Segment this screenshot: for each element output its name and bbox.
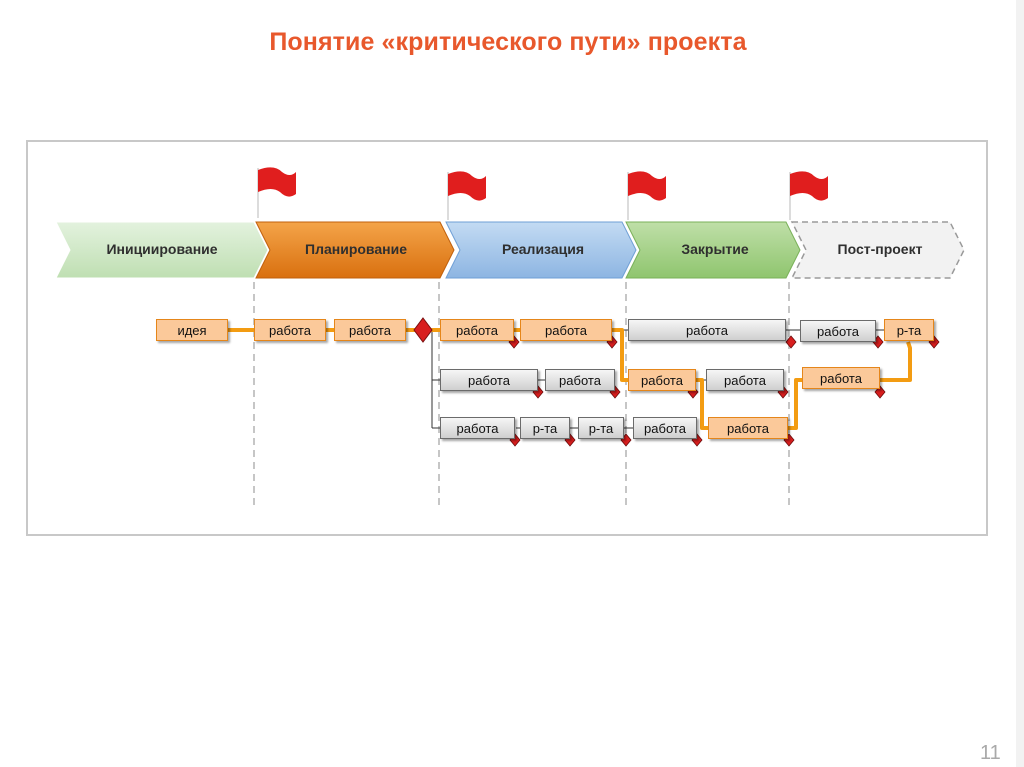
phase-implementation-label: Реализация bbox=[501, 241, 584, 257]
task-box: работа bbox=[520, 319, 612, 341]
phase-separators bbox=[253, 282, 790, 505]
phase-postproject-chevron bbox=[790, 221, 965, 279]
task-box: работа bbox=[545, 369, 615, 391]
flag-icon bbox=[447, 171, 486, 220]
phase-closure-label: Закрытие bbox=[681, 241, 749, 257]
phase-postproject-label: Пост-проект bbox=[837, 241, 923, 257]
phase-implementation-chevron bbox=[445, 221, 637, 279]
task-box: работа bbox=[440, 417, 515, 439]
task-box: работа bbox=[334, 319, 406, 341]
task-box: р-та bbox=[520, 417, 570, 439]
task-box-idea: идея bbox=[156, 319, 228, 341]
task-box: работа bbox=[708, 417, 788, 439]
task-box: р-та bbox=[578, 417, 624, 439]
phase-initiation-chevron bbox=[55, 221, 269, 279]
task-box: работа bbox=[440, 319, 514, 341]
phase-planning-label: Планирование bbox=[305, 241, 407, 257]
slide-edge bbox=[1016, 0, 1024, 767]
flag-icon bbox=[789, 171, 828, 220]
phase-closure-chevron bbox=[625, 221, 801, 279]
phase-initiation-label: Инициирование bbox=[106, 241, 218, 257]
task-box: работа bbox=[802, 367, 880, 389]
task-box: работа bbox=[254, 319, 326, 341]
flag-icon bbox=[257, 167, 296, 218]
task-box: работа bbox=[440, 369, 538, 391]
phase-planning-chevron bbox=[255, 221, 455, 279]
milestone-diamond-icon bbox=[413, 317, 433, 343]
task-box: работа bbox=[628, 319, 786, 341]
task-box: работа bbox=[706, 369, 784, 391]
task-box: работа bbox=[628, 369, 696, 391]
task-box: работа bbox=[633, 417, 697, 439]
page-number: 11 bbox=[980, 742, 1001, 764]
page-title: Понятие «критического пути» проекта bbox=[269, 28, 747, 56]
flag-icon bbox=[627, 171, 666, 220]
task-box: р-та bbox=[884, 319, 934, 341]
task-box: работа bbox=[800, 320, 876, 342]
